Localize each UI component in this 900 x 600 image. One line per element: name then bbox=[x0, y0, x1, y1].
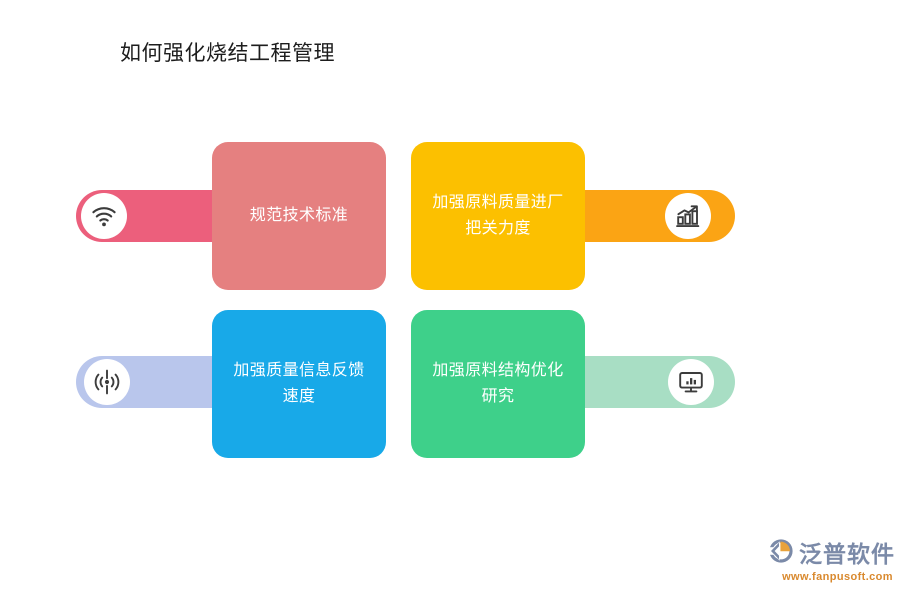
monitor-chart-icon bbox=[677, 368, 705, 396]
bar-item-2 bbox=[580, 190, 735, 242]
icon-badge-item-4 bbox=[668, 359, 714, 405]
icon-badge-item-3 bbox=[84, 359, 130, 405]
card-label-item-3: 加强质量信息反馈速度 bbox=[233, 362, 365, 405]
logo-row: 泛普软件 bbox=[768, 538, 895, 569]
brand-logo: 泛普软件 www.fanpusoft.com bbox=[768, 538, 895, 586]
card-item-3: 加强质量信息反馈速度 bbox=[212, 310, 386, 458]
logo-brand-name: 泛普软件 bbox=[799, 540, 895, 567]
card-label-item-2: 加强原料质量进厂把关力度 bbox=[432, 194, 564, 237]
card-item-2: 加强原料质量进厂把关力度 bbox=[411, 142, 585, 290]
broadcast-signal-icon bbox=[93, 368, 121, 396]
card-label-item-1: 规范技术标准 bbox=[249, 207, 349, 224]
card-item-1: 规范技术标准 bbox=[212, 142, 386, 290]
wifi-icon bbox=[90, 202, 118, 230]
card-label-item-4: 加强原料结构优化研究 bbox=[432, 362, 564, 405]
logo-website-url: www.fanpusoft.com bbox=[782, 571, 893, 583]
bar-chart-growth-icon bbox=[674, 202, 702, 230]
icon-badge-item-2 bbox=[665, 193, 711, 239]
card-item-4: 加强原料结构优化研究 bbox=[411, 310, 585, 458]
page-title: 如何强化烧结工程管理 bbox=[120, 42, 335, 65]
fanpu-logo-mark-icon bbox=[768, 538, 794, 569]
icon-badge-item-1 bbox=[81, 193, 127, 239]
